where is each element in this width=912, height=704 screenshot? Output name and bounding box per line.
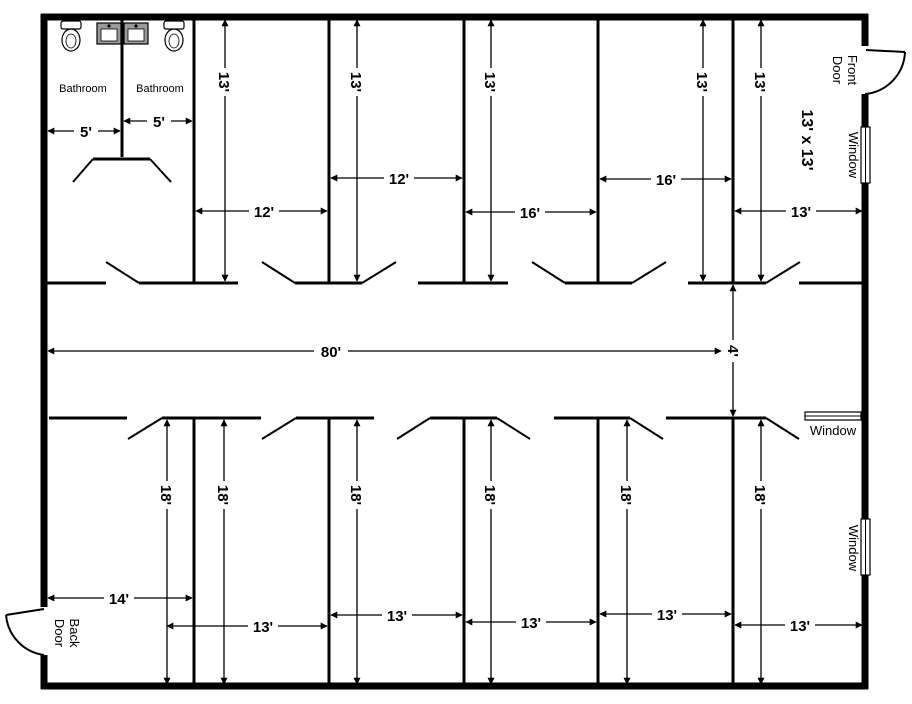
window-hallway-label: Window — [810, 423, 857, 438]
back-door-label-line1: Back — [67, 619, 82, 648]
sink-right-icon — [123, 22, 149, 45]
dim-bottom-depth-6: 18' — [751, 485, 768, 505]
back-door-label: Back Door — [52, 619, 82, 648]
window-front-office-label: Window — [846, 132, 861, 179]
front-door-label: Front Door — [830, 55, 860, 86]
front-door-label-line1: Front — [845, 55, 860, 86]
dim-bottom-width-6: 13' — [790, 618, 810, 635]
window-hallway — [804, 411, 862, 421]
bathroom-right-label: Bathroom — [136, 83, 184, 95]
dim-bottom-depth-4: 18' — [481, 485, 498, 505]
dim-top-depth-4: 13' — [693, 72, 710, 92]
dim-top-depth-5: 13' — [751, 72, 768, 92]
toilet-right-icon — [163, 20, 185, 52]
dim-bottom-width-3: 13' — [387, 608, 407, 625]
bottom-door-swings — [127, 417, 800, 440]
toilet-left-icon — [60, 20, 82, 52]
dim-top-width-3: 16' — [520, 205, 540, 222]
dim-bottom-width-4: 13' — [521, 615, 541, 632]
dimension-lines — [47, 19, 863, 685]
dim-top-width-5: 13' — [791, 204, 811, 221]
dim-bottom-depth-5: 18' — [617, 485, 634, 505]
dim-bottom-depth-3: 18' — [347, 485, 364, 505]
top-door-swings — [105, 261, 801, 284]
dim-hall-width: 4' — [724, 345, 741, 357]
dim-bath-right-width: 5' — [153, 114, 165, 131]
dim-bath-left-width: 5' — [80, 124, 92, 141]
back-door-label-line2: Door — [52, 619, 67, 648]
window-bottom-right-label: Window — [846, 525, 861, 572]
dim-top-width-4: 16' — [656, 172, 676, 189]
dim-top-width-1: 12' — [254, 204, 274, 221]
front-office-size-label: 13' x 13' — [798, 110, 815, 171]
dim-top-depth-1: 13' — [215, 72, 232, 92]
window-front-office — [860, 126, 871, 184]
back-door — [5, 608, 45, 656]
dim-hall-length: 80' — [321, 344, 341, 361]
bathroom-doors — [72, 157, 172, 183]
front-door — [864, 49, 906, 95]
dim-bottom-width-5: 13' — [657, 607, 677, 624]
dim-top-depth-2: 13' — [347, 72, 364, 92]
interior-walls-bottom — [49, 416, 766, 686]
exterior-walls — [40, 13, 869, 690]
dim-bottom-depth-2: 18' — [214, 485, 231, 505]
interior-walls-top — [44, 17, 865, 285]
dim-bottom-width-2: 13' — [253, 619, 273, 636]
bathroom-left-label: Bathroom — [59, 83, 107, 95]
window-bottom-right — [860, 518, 871, 576]
front-door-label-line2: Door — [830, 56, 845, 85]
dim-top-width-2: 12' — [389, 171, 409, 188]
dim-top-depth-3: 13' — [481, 72, 498, 92]
dim-bottom-depth-1: 18' — [157, 485, 174, 505]
dim-bottom-width-1: 14' — [109, 591, 129, 608]
sink-left-icon — [96, 22, 122, 45]
